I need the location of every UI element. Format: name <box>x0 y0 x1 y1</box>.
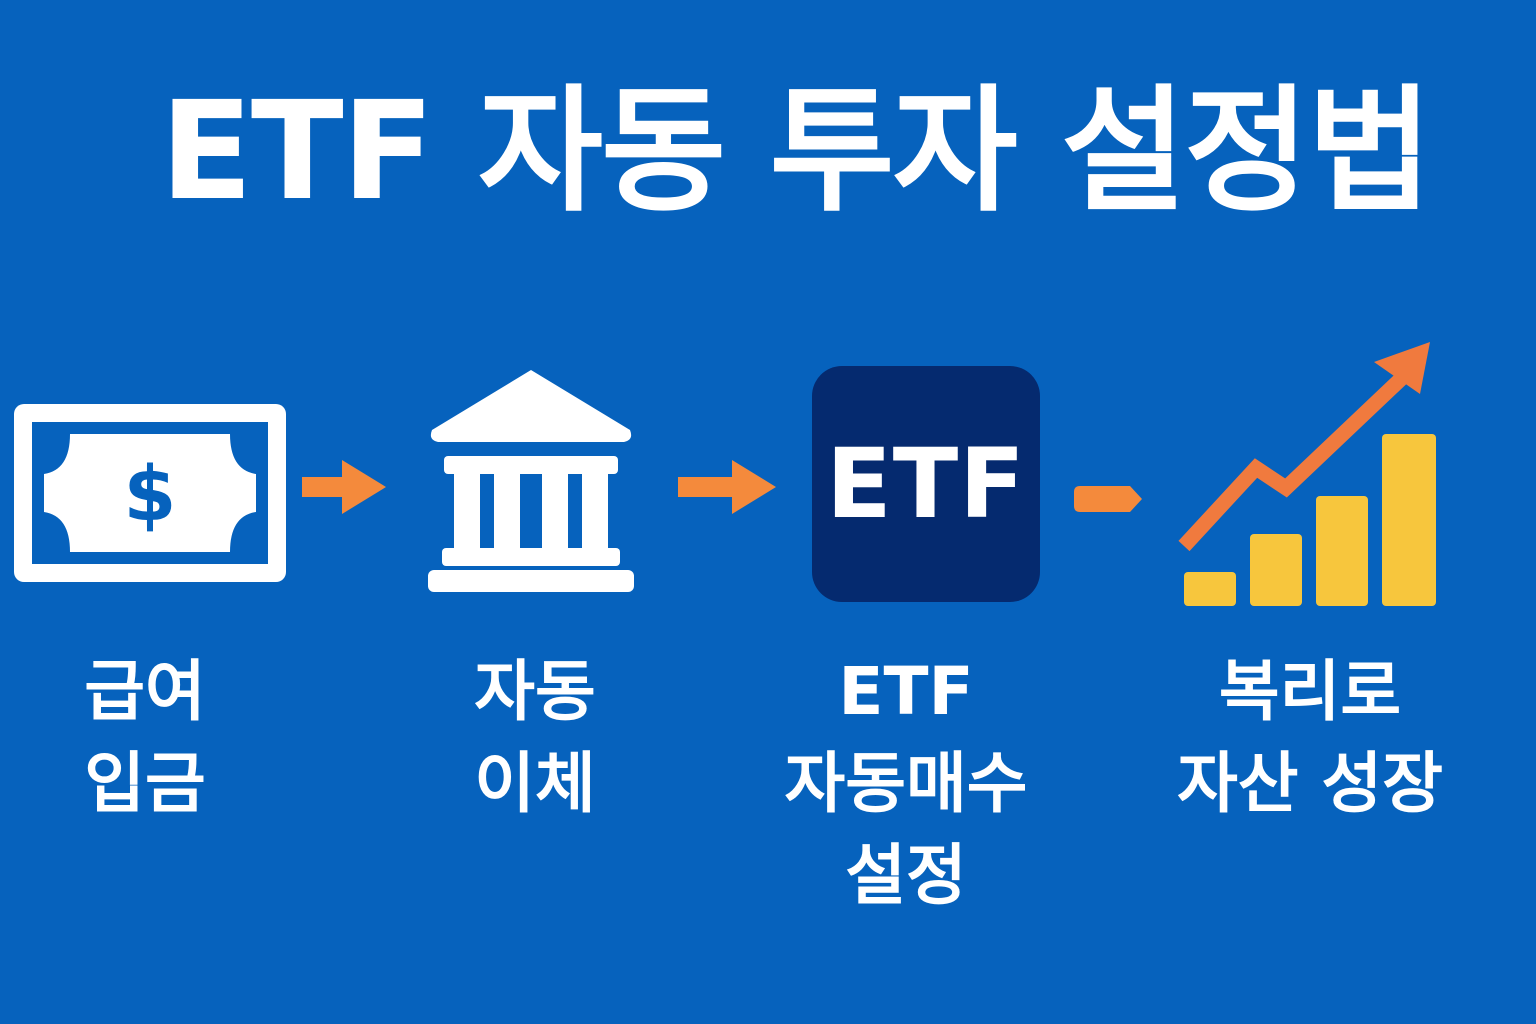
arrow-right-icon <box>302 458 388 516</box>
arrow-right-icon <box>678 458 778 516</box>
dash-icon <box>1074 484 1144 514</box>
label-line: 자산 성장 <box>1177 745 1443 822</box>
step-label-etf-auto-buy: ETF 자동매수 설정 <box>736 646 1076 922</box>
dollar-sign: $ <box>124 449 177 538</box>
growth-chart-icon <box>1170 336 1450 612</box>
etf-box-text: ETF <box>826 428 1026 540</box>
money-bill-icon: $ <box>14 404 286 582</box>
label-line: 자동매수 <box>784 745 1028 822</box>
step-label-salary-deposit: 급여 입금 <box>20 646 270 830</box>
page-title: ETF 자동 투자 설정법 <box>160 73 1432 231</box>
etf-box-icon: ETF <box>812 366 1040 602</box>
bank-icon <box>428 368 634 594</box>
step-label-auto-transfer: 자동 이체 <box>410 646 660 830</box>
label-line: 자동 <box>474 653 596 730</box>
label-line: 급여 <box>84 653 206 730</box>
label-line: 복리로 <box>1218 653 1402 730</box>
label-line: 설정 <box>845 837 967 914</box>
step-label-compound-growth: 복리로 자산 성장 <box>1140 646 1480 830</box>
label-line: 이체 <box>474 745 596 822</box>
label-line: 입금 <box>84 745 206 822</box>
label-line: ETF <box>838 653 974 730</box>
